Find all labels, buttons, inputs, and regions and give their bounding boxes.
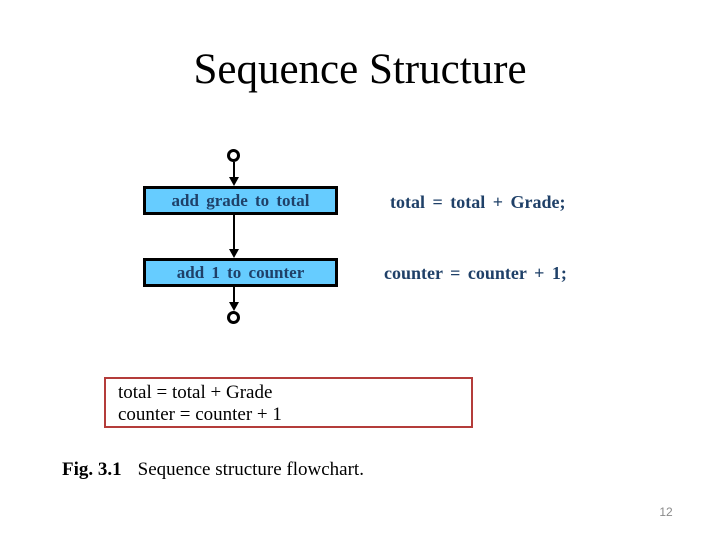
arrow-down-icon: [229, 249, 239, 258]
figure-caption: Fig. 3.1 Sequence structure flowchart.: [62, 459, 364, 481]
end-connector-circle-icon: [227, 311, 240, 324]
slide-title: Sequence Structure: [193, 46, 527, 93]
figure-label: Fig. 3.1: [62, 459, 122, 480]
code-statement-counter: counter = counter + 1;: [384, 263, 567, 283]
flowchart-step-label: add 1 to counter: [176, 262, 305, 282]
figure-caption-text: Sequence structure flowchart.: [137, 459, 364, 480]
summary-line: total = total + Grade: [118, 382, 273, 403]
flowchart-step-add-counter: add 1 to counter: [143, 258, 338, 287]
arrow-down-icon: [229, 177, 239, 186]
flow-line-1: [233, 162, 235, 178]
summary-box: total = total + Grade counter = counter …: [104, 377, 473, 428]
summary-line: counter = counter + 1: [118, 404, 282, 425]
flow-line-2: [233, 215, 235, 249]
arrow-down-icon: [229, 302, 239, 311]
flowchart-step-add-grade: add grade to total: [143, 186, 338, 215]
page-number: 12: [659, 505, 673, 519]
code-statement-total: total = total + Grade;: [390, 192, 566, 212]
flowchart-step-label: add grade to total: [171, 190, 310, 210]
flow-line-3: [233, 287, 235, 303]
start-connector-circle-icon: [227, 149, 240, 162]
